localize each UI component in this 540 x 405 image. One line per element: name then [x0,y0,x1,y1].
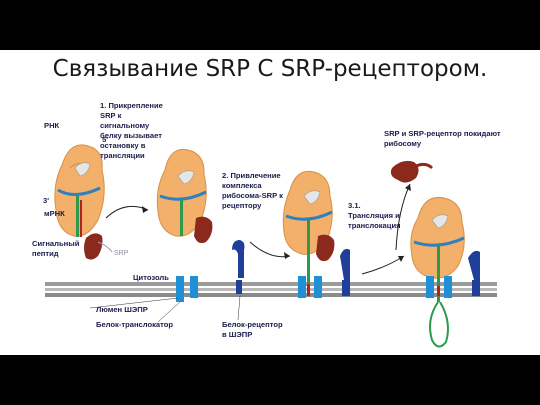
stage3-ribosome [282,170,335,284]
leader-receptor [237,295,241,321]
step3-line-1: 3.1. [348,201,361,210]
step2-line-4: рецептору [222,201,262,210]
leave-line-2: рибосому [384,139,422,148]
stage4-ribosome [410,196,465,302]
stage4-translocator [426,276,452,298]
arrow-4-head [405,184,411,191]
label-cytosol: Цитозоль [133,273,169,282]
arrow-1-head [142,206,148,213]
stage1-ribosome [54,144,105,237]
step1-line-2: SRP к [100,111,122,120]
label-signal-peptide-1: Сигнальный [32,239,80,248]
standalone-translocator [176,282,184,302]
step1-line-1: 1. Прикрепление [100,101,163,110]
step2-line-1: 2. Привлечение [222,171,281,180]
srp-diagram: РНК 5' 3' мРНК Сигнальный пептид SRP 1. … [32,101,501,348]
leave-line-1: SRP и SRP-рецептор покидают [384,129,501,138]
step3-line-2: Трансляция и [348,211,400,220]
stage2-receptor [232,240,245,294]
step1-line-5: остановку в [100,141,146,150]
released-srp [390,160,434,183]
stage4-peptide-loop [429,301,449,348]
arrow-2-head [284,252,290,259]
step3-line-3: транслокация [348,221,401,230]
stage3-receptor [340,248,350,296]
label-srp: SRP [114,250,129,257]
arrow-3 [361,255,405,275]
slide: Связывание SRP С SRP-рецептором. [0,50,540,355]
label-3prime: 3' [43,196,49,205]
arrow-1 [105,205,149,219]
label-rna: РНК [44,121,60,130]
step1-line-4: белку вызывает [100,131,162,140]
stage4-receptor [468,250,480,296]
stage1-srp [84,233,113,260]
arrow-2 [249,241,291,258]
arrow-3-head [398,256,404,262]
receptor-line-1: Белок-рецептор [222,320,283,329]
receptor-line-2: в ШЭПР [222,330,252,339]
slide-title: Связывание SRP С SRP-рецептором. [52,56,488,82]
leader-lumen [89,297,179,309]
label-5prime: 5' [102,135,108,144]
label-signal-peptide-2: пептид [32,249,59,258]
step1-line-3: сигнальному [100,121,150,130]
step1-line-6: трансляции [100,151,145,160]
label-translocator: Белок-транслокатор [96,320,173,329]
step2-line-2: комплекса [222,181,262,190]
step2-line-3: рибосома-SRP к [222,191,283,200]
label-er-lumen: Люмен ШЭПР [96,305,148,314]
leader-translocator [157,301,181,323]
label-mrna: мРНК [44,209,65,218]
er-membrane [45,282,497,297]
stage3-translocator [298,276,322,298]
stage2-ribosome [156,148,213,244]
